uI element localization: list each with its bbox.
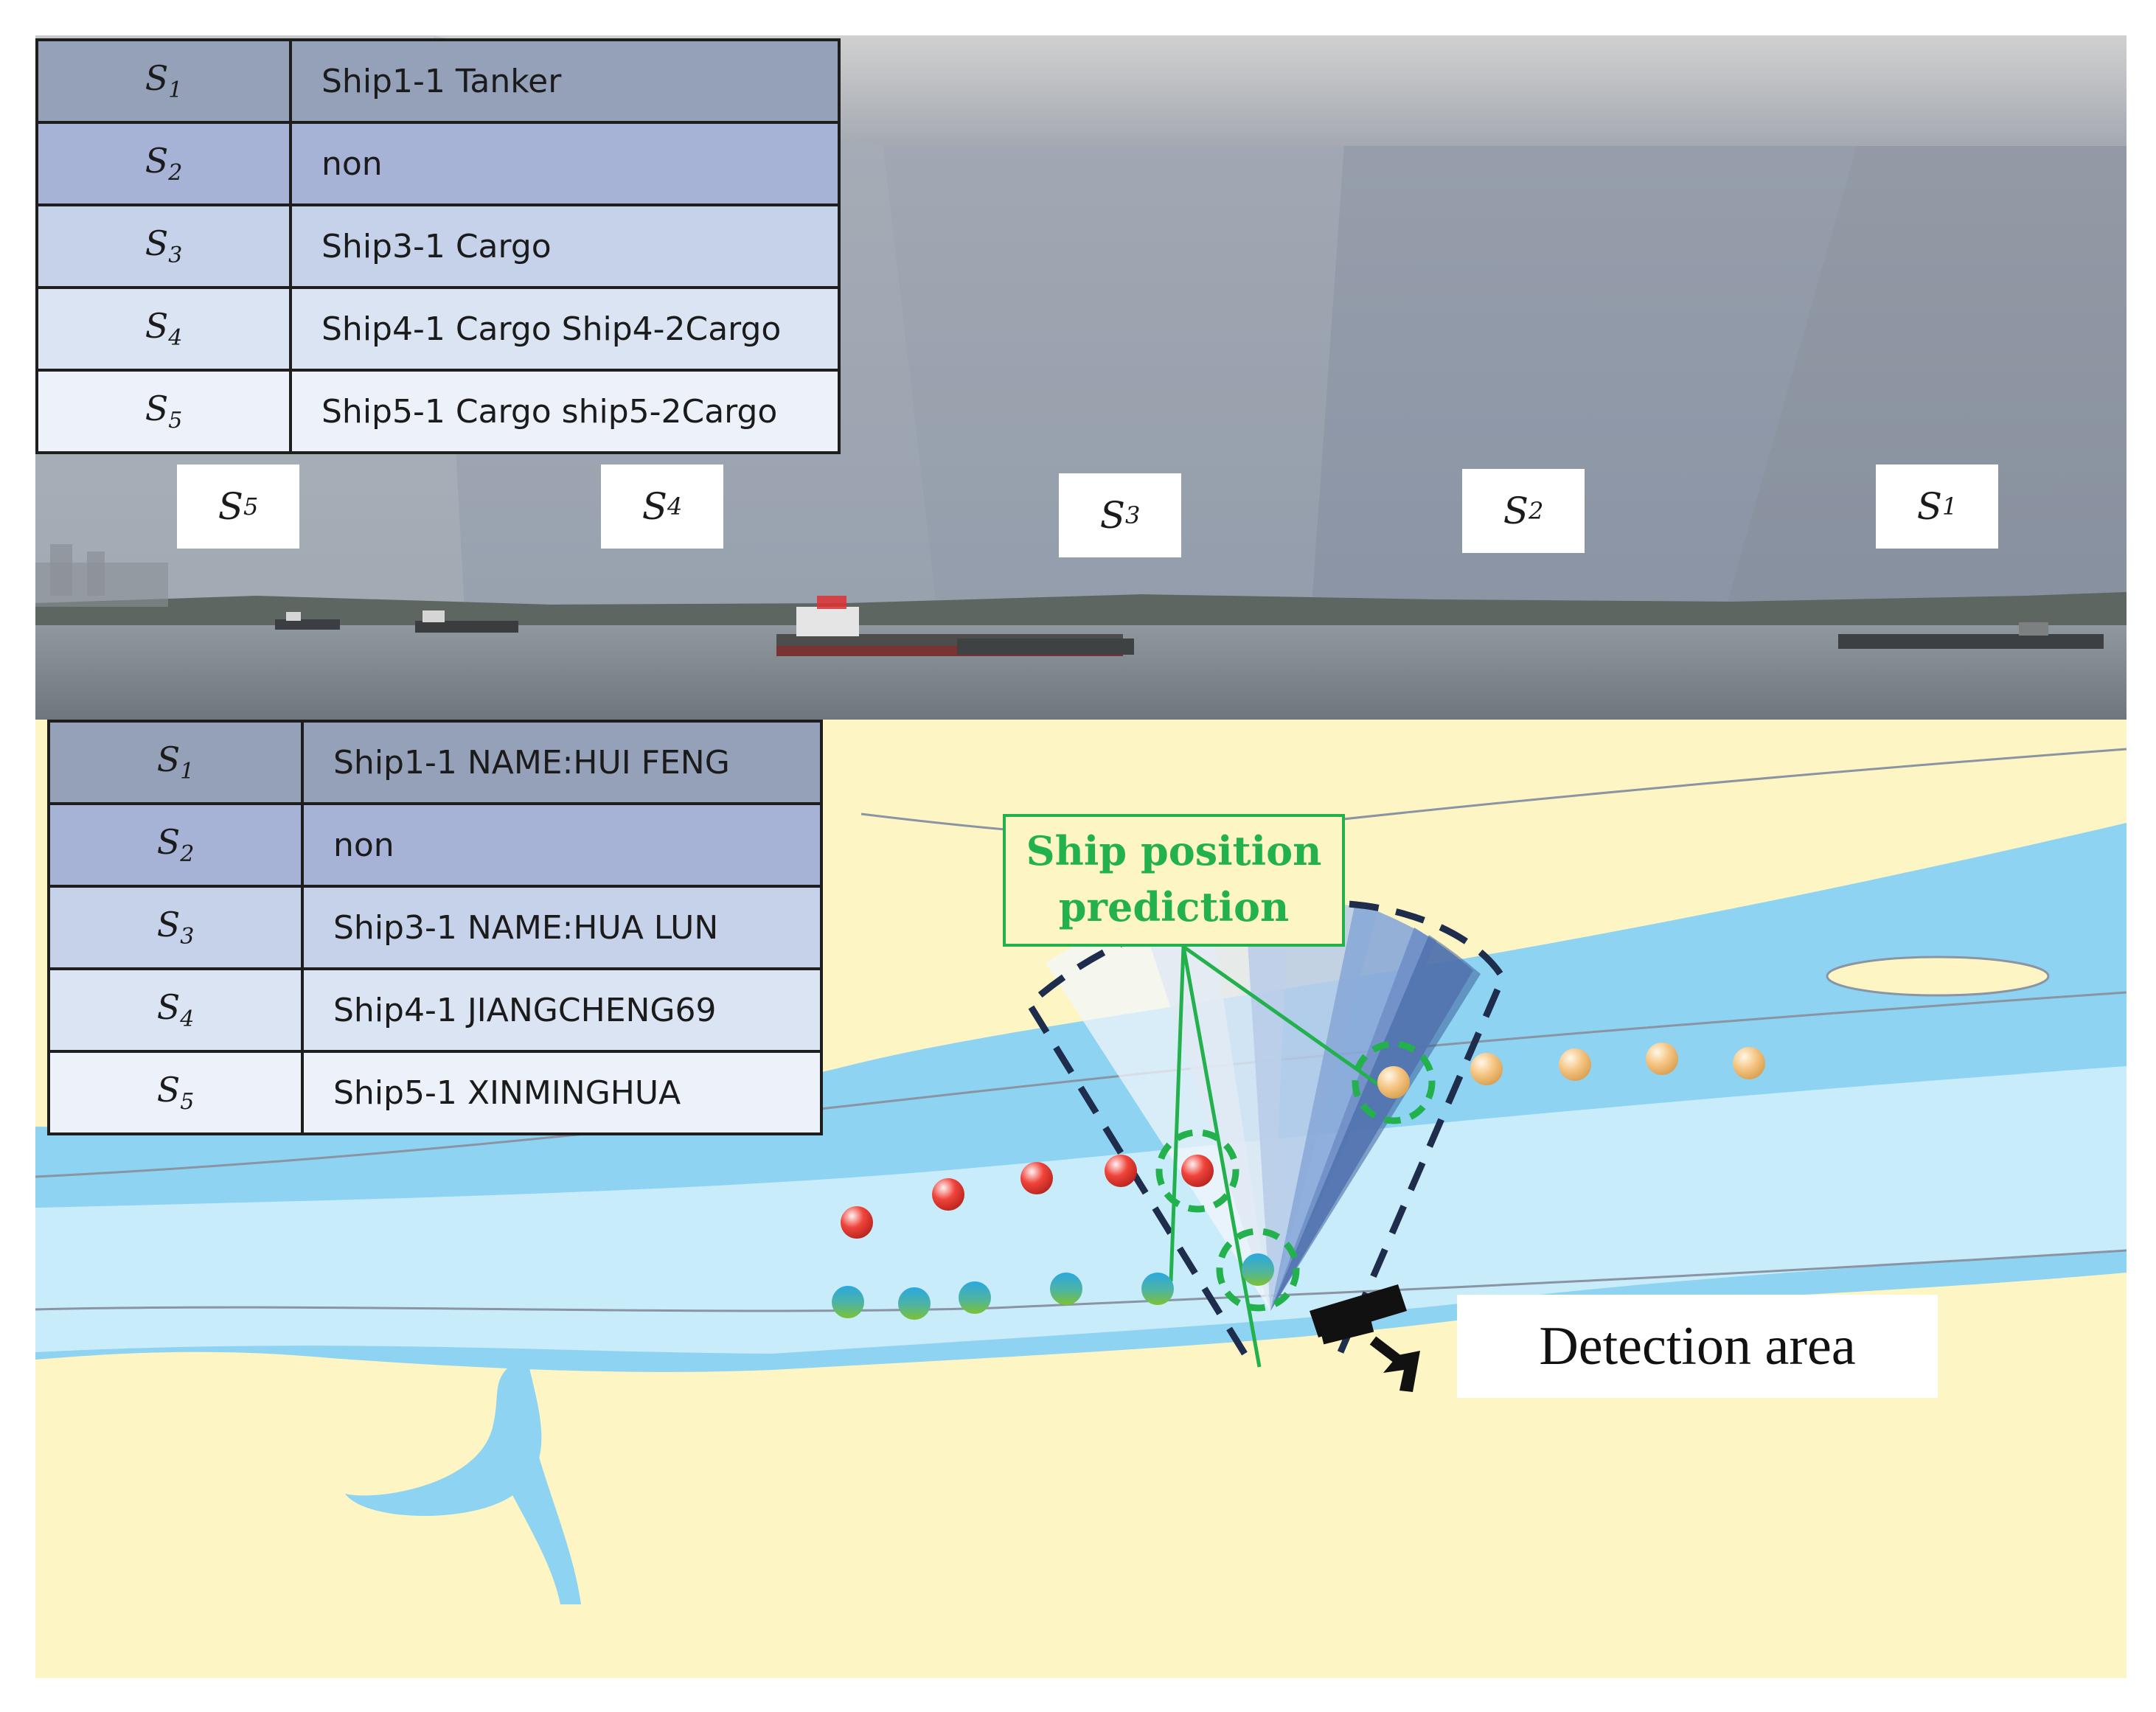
table-row: S2 non [35,121,841,206]
table-row: S1 Ship1-1 Tanker [35,38,841,124]
chart-map-svg [35,748,2127,1604]
camera-icon [1310,1284,1420,1392]
table-row: S2 non [47,802,823,888]
far-shoreline [35,592,2127,625]
track-ship-orange [1377,1043,1765,1099]
river-channel [35,1066,2127,1354]
ship-s5-1 [275,612,340,630]
river-inlet [345,1368,542,1516]
detection-area-text: Detection area [1539,1315,1856,1377]
table-row: S4 Ship4-1 JIANGCHENG69 [47,967,823,1053]
predicted-position-circles [1155,1040,1436,1312]
ship-position-prediction-label: Ship position prediction [1003,814,1345,947]
detection-sector [1025,894,1507,1356]
prediction-label-line1: Ship position [1026,827,1322,874]
track-ship-red [841,1155,1214,1239]
table-row: S3 Ship3-1 NAME:HUA LUN [47,885,823,970]
table-row: S5 Ship5-1 Cargo ship5-2Cargo [35,369,841,454]
ship-s1-1 [1838,622,2104,649]
ship-s4-1 [957,638,1134,655]
ship-s5-2 [415,610,518,633]
panorama-image [35,35,2127,720]
prediction-label-line2: prediction [1058,883,1290,930]
camera-panorama [35,35,2127,720]
detection-area-label: Detection area [1457,1295,1938,1398]
table-row: S4 Ship4-1 Cargo Ship4-2Cargo [35,286,841,372]
table-row: S5 Ship5-1 XINMINGHUA [47,1050,823,1135]
table-row: S1 Ship1-1 NAME:HUI FENG [47,720,823,805]
track-ship-bluegreen [832,1253,1274,1320]
camera-segment-s1 [1694,146,2127,720]
table-row: S3 Ship3-1 Cargo [35,203,841,289]
river-island [1826,956,2050,997]
camera-segment-s2 [1304,146,1857,720]
camera-segment-s3 [883,146,1344,720]
ais-name-table: S1 Ship1-1 NAME:HUI FENG S2 non S3 Ship3… [47,720,823,1135]
camera-detection-table: S1 Ship1-1 Tanker S2 non S3 Ship3-1 Carg… [35,38,841,454]
